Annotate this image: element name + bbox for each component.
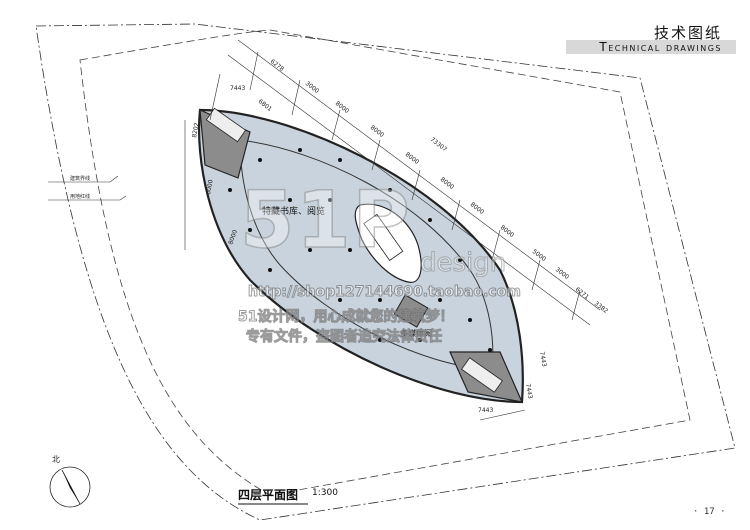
site-boundary-inner (79, 29, 691, 496)
dim-left-2: 6801 (257, 98, 273, 113)
header-title-cn: 技术图纸 (653, 24, 722, 42)
watermark-design: design (419, 248, 507, 279)
dim-top-1: 6278 (269, 58, 285, 73)
dim-top-8: 8000 (499, 224, 515, 239)
legend-site-red-line: 用地红线 (70, 193, 90, 200)
dim-left-3: 8202 (191, 122, 201, 138)
core-center (393, 294, 429, 328)
dim-top-2: 3000 (304, 80, 320, 95)
structural-columns (228, 148, 492, 352)
drawing-scale: 1:300 (312, 488, 338, 498)
room-label-multimedia: 多媒体阅 (400, 328, 432, 338)
header-title-en: Technical drawings (599, 40, 722, 54)
dim-top-3: 8000 (334, 100, 350, 115)
atrium-stair (363, 213, 404, 261)
page-number-value: 17 (703, 507, 715, 517)
dim-top-6: 8000 (439, 176, 455, 191)
legend-building-line: 建筑界线 (70, 175, 90, 182)
dim-top-12: 3382 (593, 300, 609, 315)
header-bar (566, 40, 736, 54)
watermark-url: http://shop127144690.taobao.com (248, 284, 522, 301)
dim-bottom: 7443 (478, 407, 493, 414)
dim-top-9: 5000 (531, 248, 547, 263)
north-label: 北 (52, 455, 60, 464)
room-label-special-collection: 特藏书库、阅览 (262, 205, 325, 217)
dim-top-5: 8000 (404, 151, 420, 166)
dim-total: 73307 (429, 136, 448, 153)
dim-left-4: 6000 (205, 179, 215, 195)
drawing-title: 四层平面图 (238, 488, 299, 502)
site-boundary-outer (35, 23, 736, 521)
legend: 建筑界线 用地红线 (48, 175, 127, 201)
dim-top-10: 3000 (554, 266, 570, 281)
watermark-logo: 51P (239, 175, 412, 267)
dim-right-2: 7443 (524, 383, 534, 399)
dim-top-4: 8000 (369, 124, 385, 139)
caption-underline (238, 503, 308, 505)
watermark-slogan: 51设计网，用心成就您的建筑梦！ (237, 309, 454, 326)
north-arrow: 北 (49, 455, 91, 508)
dim-left-5: 8000 (227, 229, 239, 246)
watermark-notice: 专有文件，盗图者追究法律责任 (246, 329, 443, 346)
page-number: · 17 · (693, 507, 726, 517)
stair-bottom-right (461, 357, 503, 393)
stair-top-left (205, 107, 247, 143)
page-dot-right: · (720, 507, 726, 517)
page-dot-left: · (693, 507, 699, 517)
dim-left-1: 7443 (230, 85, 245, 92)
dim-right-1: 7443 (538, 351, 548, 367)
dim-top-11: 6271 (574, 286, 590, 301)
dimension-chain-top (184, 39, 601, 421)
header: 技术图纸 Technical drawings (566, 22, 736, 62)
